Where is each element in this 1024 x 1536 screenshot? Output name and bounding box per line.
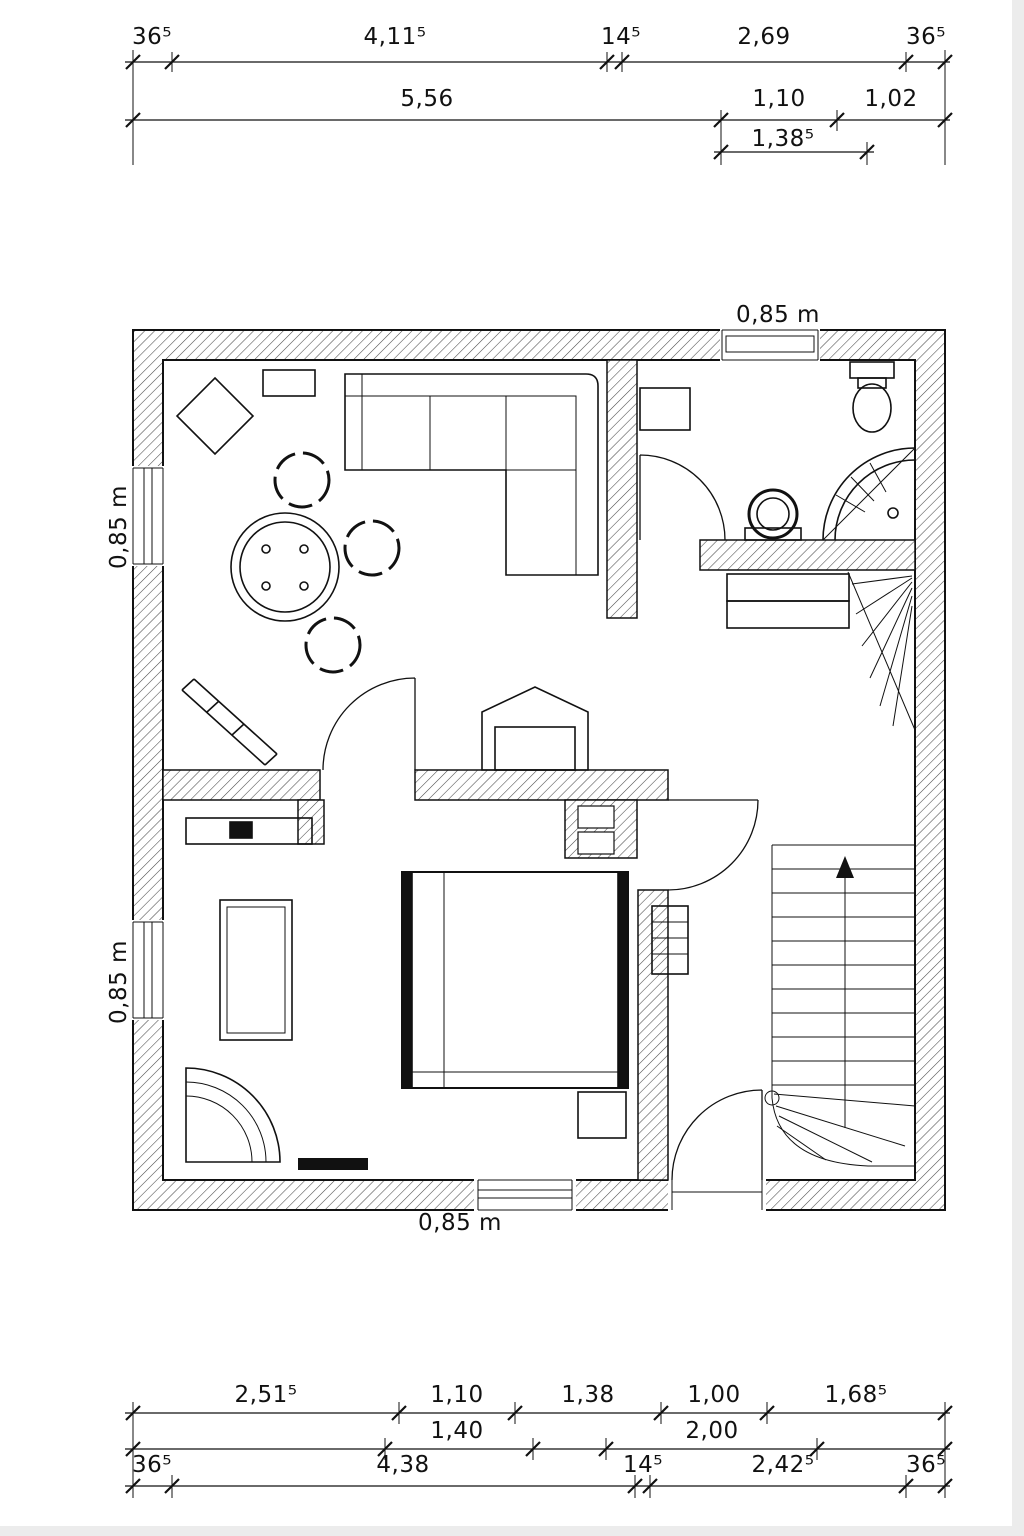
bed (401, 871, 629, 1089)
desk (185, 817, 313, 845)
radiator (651, 905, 689, 975)
dim-138-bottom: 1,38 (561, 1382, 615, 1408)
stairs-up-arrow-head (836, 856, 854, 878)
label-bottom-window: 0,85 m (418, 1210, 502, 1236)
dim-1685: 1,68⁵ (824, 1382, 888, 1408)
shower (822, 447, 916, 541)
stove (481, 686, 589, 771)
label-top-window: 0,85 m (736, 302, 820, 328)
page-edge-bottom (0, 1526, 1024, 1536)
dim-365-top-right: 36⁵ (906, 24, 946, 50)
dim-365-bottom-left: 36⁵ (132, 1452, 172, 1478)
dim-145-bottom: 14⁵ (623, 1452, 663, 1478)
label-left-window-upper: 0,85 m (106, 485, 132, 569)
dim-365-top-left: 36⁵ (132, 24, 172, 50)
dimension-lines-bottom (125, 1402, 953, 1498)
dim-140: 1,40 (430, 1418, 484, 1444)
dim-4115-top: 4,11⁵ (363, 24, 427, 50)
bottom-window (474, 1176, 576, 1214)
sofa-cushions (345, 374, 577, 575)
toilet (849, 361, 895, 433)
flue-openings (577, 805, 615, 855)
bath-cabinet (639, 387, 691, 431)
bench (181, 678, 278, 766)
wall-shelf (262, 369, 316, 397)
bedroom (185, 817, 689, 1170)
page-edge-right (1012, 0, 1024, 1536)
dresser (219, 899, 293, 1041)
staircase (764, 844, 916, 1167)
left-window-lower (129, 920, 167, 1020)
dimension-lines-top (125, 50, 953, 165)
dim-200: 2,00 (685, 1418, 739, 1444)
corner-unit (185, 1067, 281, 1163)
dim-102: 1,02 (864, 86, 918, 112)
sink (744, 488, 802, 541)
bathroom (639, 361, 916, 541)
dim-269-top: 2,69 (737, 24, 791, 50)
dim-110-bottom: 1,10 (430, 1382, 484, 1408)
dim-2425: 2,42⁵ (751, 1452, 815, 1478)
dim-145-top: 14⁵ (601, 24, 641, 50)
dim-1385: 1,38⁵ (751, 126, 815, 152)
side-table-bedroom (577, 1091, 627, 1139)
bottom-door-opening (668, 1176, 766, 1214)
left-window-upper (129, 466, 167, 566)
dim-100-bottom: 1,00 (687, 1382, 741, 1408)
dim-110-top: 1,10 (752, 86, 806, 112)
dim-2515: 2,51⁵ (234, 1382, 298, 1408)
dim-438: 4,38 (376, 1452, 430, 1478)
outer-walls (132, 329, 946, 1211)
dining-table (230, 512, 340, 622)
top-window-opening (720, 327, 820, 363)
landing (726, 571, 916, 731)
living-room (175, 369, 599, 771)
dim-556: 5,56 (400, 86, 454, 112)
dim-365-bottom-right: 36⁵ (906, 1452, 946, 1478)
side-table (175, 376, 255, 456)
dresser-inner (226, 906, 286, 1034)
label-left-window-lower: 0,85 m (106, 940, 132, 1024)
door-swings (322, 454, 763, 1181)
dining-chairs (273, 451, 401, 674)
floor-mat (298, 1158, 368, 1170)
corner-sofa (344, 373, 599, 576)
